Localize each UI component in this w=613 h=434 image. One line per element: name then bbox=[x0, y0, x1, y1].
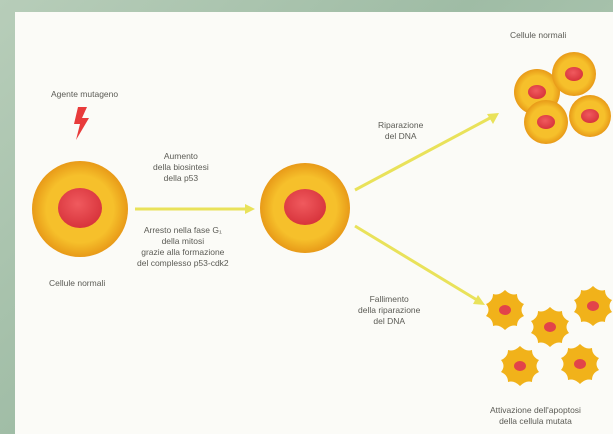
apoptotic-cells-cluster bbox=[486, 286, 612, 386]
normal-cells-cluster bbox=[514, 52, 611, 144]
p53-pathway-diagram bbox=[32, 52, 612, 386]
apoptosis-label: Attivazione dell'apoptosi della cellula … bbox=[490, 405, 581, 426]
arrow-to-normal-cells bbox=[354, 113, 499, 192]
arrested-cell-center bbox=[260, 163, 350, 253]
mutagen-agent-label: Agente mutageno bbox=[51, 89, 119, 99]
dna-repair-label: Riparazione del DNA bbox=[378, 120, 424, 141]
normal-cells-left-label: Cellule normali bbox=[49, 278, 106, 288]
normal-cell-left bbox=[32, 161, 128, 257]
normal-cells-right-label: Cellule normali bbox=[510, 30, 567, 40]
lightning-bolt-icon bbox=[74, 107, 89, 140]
p53-biosynthesis-label: Aumento della biosintesi della p53 bbox=[153, 151, 209, 183]
arrow-to-apoptosis bbox=[354, 224, 485, 305]
dna-repair-failure-label: Fallimento della riparazione del DNA bbox=[358, 294, 421, 326]
g1-arrest-label: Arresto nella fase G₁ della mitosi grazi… bbox=[137, 225, 229, 268]
diagram-card: Agente mutageno Cellule normali Aumento … bbox=[15, 12, 613, 434]
arrow-to-center-cell bbox=[135, 204, 255, 214]
